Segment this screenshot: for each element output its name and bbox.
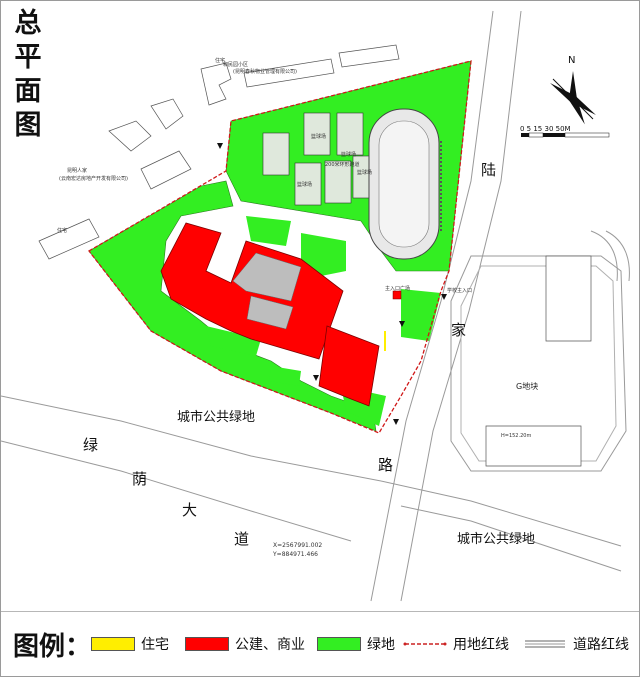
court-label: 篮球场 <box>297 182 313 188</box>
legend-swatch-dashed <box>403 642 447 646</box>
neighbor-label-sub: (云南宏达房地产开发有限公司) <box>59 176 128 182</box>
legend-label: 用地红线 <box>453 637 509 653</box>
road-label-lu: 路 <box>378 456 394 474</box>
north-label: N <box>568 55 576 66</box>
title-char: 总 <box>14 8 42 39</box>
city-green-label-left: 城市公共绿地 <box>177 410 256 425</box>
legend-item-public: 公建、商业 <box>185 634 305 654</box>
legend-label: 公建、商业 <box>235 637 305 653</box>
site-plan-map: 总 平 面 图 N 0 5 15 30 50M 城市公共绿地 城市公共绿地 绿 … <box>1 1 639 611</box>
entrance-arrows <box>217 143 447 425</box>
coordinates: X=2567991.002 Y=884971.466 <box>273 541 322 559</box>
legend-item-green: 绿地 <box>317 634 395 654</box>
site-plan-drawing <box>1 10 630 602</box>
north-arrow <box>550 71 596 125</box>
title-char: 平 <box>14 42 42 73</box>
legend-label: 住宅 <box>141 637 169 653</box>
entrance-label: 主入口广场 <box>385 286 411 292</box>
legend-item-road-line: 道路红线 <box>523 634 629 654</box>
legend-label: 道路红线 <box>573 637 629 653</box>
track-label: 200米环形跑道 <box>325 162 360 168</box>
neighbor-buildings <box>38 44 592 467</box>
site-red-line <box>88 60 472 434</box>
central-roof <box>232 252 302 330</box>
legend-item-residential: 住宅 <box>91 634 169 654</box>
building-height-label: H=152.20m <box>501 433 532 439</box>
road-label-lu2: 陆 <box>481 161 497 179</box>
neighbor-label: 昆明人家 <box>67 168 88 174</box>
vertical-title: 总 平 面 图 <box>11 7 45 143</box>
scale-label: 0 5 15 30 50M <box>520 125 571 133</box>
title-char: 面 <box>14 76 42 107</box>
legend-item-site-line: 用地红线 <box>403 634 509 654</box>
g-block-label: G地块 <box>516 382 539 391</box>
road-char: 大 <box>182 501 198 519</box>
court-label: 篮球场 <box>357 170 373 176</box>
neighbor-label: 和民园小区 <box>223 62 249 68</box>
running-track <box>368 108 442 260</box>
coord-y: Y=884971.466 <box>273 551 318 558</box>
city-green-label-right: 城市公共绿地 <box>457 532 536 547</box>
legend-swatch <box>91 637 135 651</box>
title-char: 图 <box>14 110 42 141</box>
legend: 图例： 住宅 公建、商业 绿地 用地红线 <box>1 611 639 676</box>
road-char: 绿 <box>83 436 99 454</box>
entrance-label: 学校主入口 <box>447 288 473 294</box>
residential-label: 住宅 <box>215 58 226 64</box>
neighbor-label-sub: (昆明春秋物业管理有限公司) <box>233 69 297 75</box>
legend-swatch <box>185 637 229 651</box>
road-label-jia: 家 <box>451 321 467 339</box>
legend-title: 图例： <box>13 632 92 662</box>
road-char: 道 <box>234 530 250 548</box>
legend-swatch <box>317 637 361 651</box>
court-label: 篮球场 <box>341 152 357 158</box>
residential-label: 住宅 <box>57 228 68 234</box>
legend-label: 绿地 <box>367 637 395 653</box>
road-network <box>1 10 630 602</box>
scale-bar <box>521 132 610 138</box>
road-char: 荫 <box>132 470 148 488</box>
court-label: 篮球场 <box>311 134 327 140</box>
coord-x: X=2567991.002 <box>273 542 323 549</box>
legend-swatch-road <box>525 640 565 648</box>
